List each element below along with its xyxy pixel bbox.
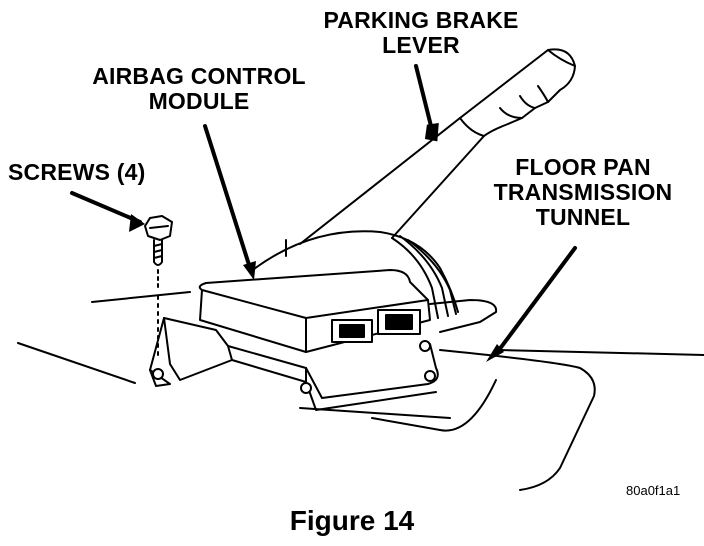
floor-pan-label-line3: TUNNEL [535, 204, 631, 230]
airbag-module-label: AIRBAG CONTROL MODULE [72, 64, 326, 114]
mounting-bracket [149, 317, 439, 411]
figure-caption: Figure 14 [289, 505, 415, 536]
parking-brake-label: PARKING BRAKE LEVER [302, 8, 540, 58]
figure-code: 80a0f1a1 [626, 483, 681, 498]
floor-pan-label-line2: TRANSMISSION [493, 179, 673, 205]
floor-pan-label-line1: FLOOR PAN [515, 154, 651, 180]
airbag-control-module [198, 269, 498, 353]
parking-brake-label-line1: PARKING BRAKE [323, 7, 519, 33]
airbag-module-label-line1: AIRBAG CONTROL [92, 63, 306, 89]
parking-brake-lever [249, 48, 576, 319]
parking-brake-label-line2: LEVER [382, 32, 460, 58]
floor-outline [17, 291, 704, 419]
screws-label: SCREWS (4) [8, 159, 146, 185]
floor-pan-label: FLOOR PAN TRANSMISSION TUNNEL [466, 155, 700, 230]
screw [144, 215, 173, 356]
arrow-heads [129, 122, 504, 362]
transmission-tunnel [371, 349, 596, 491]
leader-arrows [70, 64, 577, 356]
airbag-module-label-line2: MODULE [148, 88, 250, 114]
